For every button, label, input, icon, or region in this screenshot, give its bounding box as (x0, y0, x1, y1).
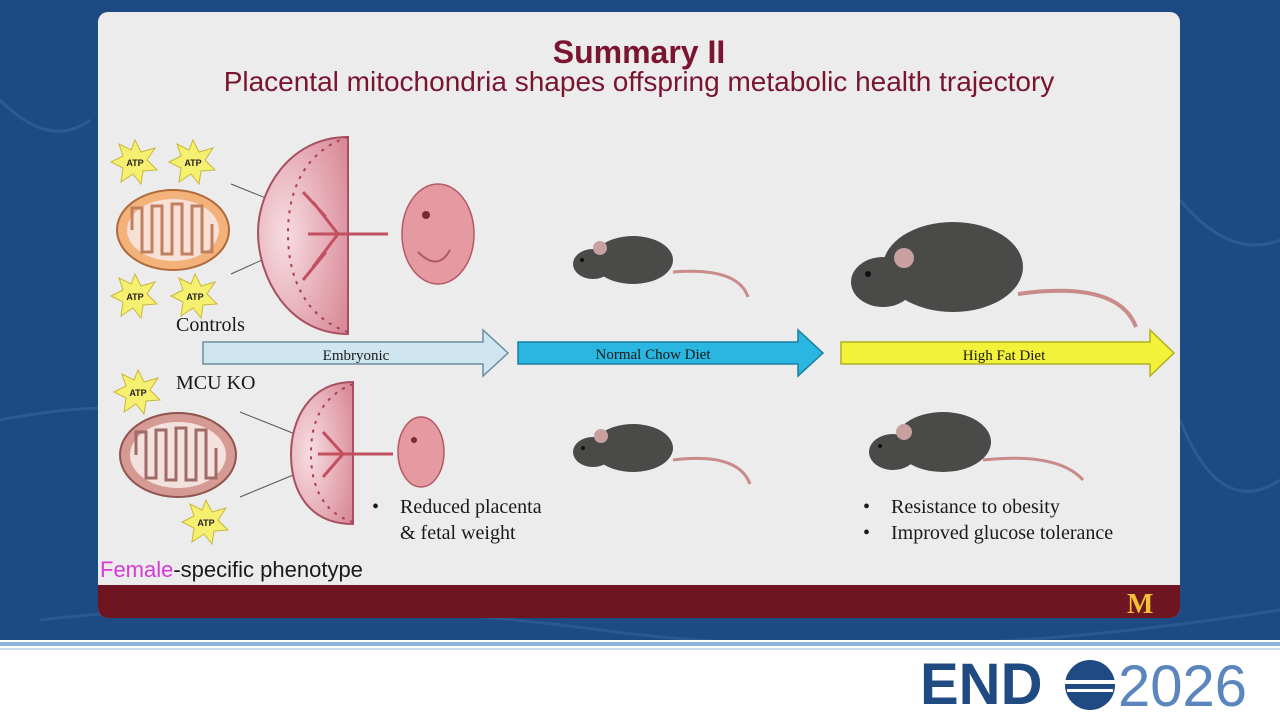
slide-subtitle: Placental mitochondria shapes offspring … (223, 66, 1055, 97)
bullet-item: •Resistance to obesity (863, 496, 1060, 518)
footer-band (98, 585, 1180, 618)
embryo-control (401, 183, 475, 285)
placenta-control (256, 135, 388, 336)
svg-text:High Fat Diet: High Fat Diet (963, 348, 1046, 364)
atp-star: ATP (167, 138, 217, 186)
slide: Summary II Placental mitochondria shapes… (98, 12, 1180, 618)
mitochondrion-control (116, 189, 230, 271)
globe-icon (1065, 660, 1115, 710)
svg-text:ATP: ATP (126, 292, 143, 302)
placenta-mcu-ko (289, 380, 393, 526)
svg-text:Embryonic: Embryonic (323, 348, 390, 364)
diagram: ATP ATP ATP ATP ATP ATP (109, 135, 1176, 546)
arrow-normal-chow: Normal Chow Diet (517, 328, 825, 378)
svg-text:Normal Chow Diet: Normal Chow Diet (596, 347, 712, 363)
slide-title: Summary II (552, 34, 726, 70)
svg-text:ATP: ATP (129, 388, 146, 398)
endo-logo: END 2026 (920, 652, 1247, 716)
bullet-item: •Reduced placenta (372, 496, 542, 518)
svg-text:ATP: ATP (126, 158, 143, 168)
atp-star: ATP (112, 368, 162, 416)
mouse-hfd-bottom (869, 412, 1085, 482)
arrow-embryonic: Embryonic (202, 328, 510, 378)
arrow-high-fat: High Fat Diet (840, 328, 1176, 378)
divider (0, 648, 1280, 650)
phenotype-note: Female-specific phenotype (100, 557, 363, 583)
controls-label: Controls (176, 314, 245, 336)
atp-star: ATP (180, 498, 230, 546)
mitochondrion-mcu-ko (119, 412, 237, 498)
svg-text:2026: 2026 (1118, 654, 1247, 716)
atp-star: ATP (169, 272, 219, 320)
female-highlight: Female (100, 557, 174, 582)
svg-text:ATP: ATP (184, 158, 201, 168)
mouse-normal-top (573, 236, 750, 298)
bullet-item-continued: & fetal weight (400, 522, 516, 544)
svg-text:END: END (920, 652, 1042, 716)
bullet-item: •Improved glucose tolerance (863, 522, 1114, 544)
embryo-mcu-ko (397, 416, 445, 488)
atp-star: ATP (109, 272, 159, 320)
mouse-normal-bottom (573, 424, 752, 485)
mouse-hfd-top (851, 222, 1138, 328)
atp-star: ATP (109, 138, 159, 186)
mcu-ko-label: MCU KO (176, 372, 256, 394)
phenotype-text: -specific phenotype (173, 557, 363, 582)
svg-text:ATP: ATP (186, 292, 203, 302)
divider (0, 642, 1280, 646)
university-logo: M (1127, 589, 1154, 618)
svg-text:ATP: ATP (197, 518, 214, 528)
